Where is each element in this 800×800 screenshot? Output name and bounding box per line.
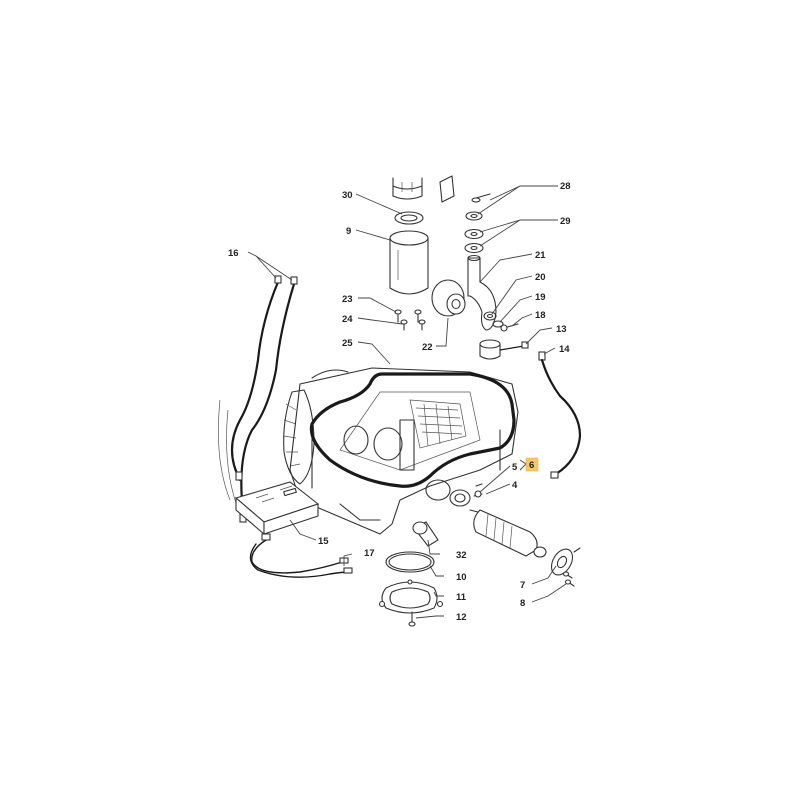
part-18-screw xyxy=(500,323,519,332)
callout-9: 9 xyxy=(346,226,351,237)
part-4-pump xyxy=(469,483,547,558)
callout-16: 16 xyxy=(228,248,239,259)
callout-18: 18 xyxy=(535,310,546,321)
callout-21: 21 xyxy=(535,250,546,261)
callout-8: 8 xyxy=(520,598,525,609)
callout-30: 30 xyxy=(342,190,353,201)
callout-19: 19 xyxy=(535,292,546,303)
part-7-flange xyxy=(550,547,581,576)
part-15-control-box xyxy=(234,481,320,536)
part-5-ring xyxy=(449,489,471,507)
part-9-cylinder xyxy=(389,230,429,295)
part-11-plate xyxy=(378,579,444,614)
callout-6: 6 xyxy=(529,460,534,471)
callout-5: 5 xyxy=(512,462,518,473)
callout-20: 20 xyxy=(535,272,546,283)
callout-10: 10 xyxy=(456,572,467,583)
callout-29: 29 xyxy=(560,216,571,227)
part-32-knob xyxy=(412,521,439,547)
part-14-cable xyxy=(538,351,582,479)
part-19-o-ring xyxy=(492,320,504,328)
callout-7: 7 xyxy=(520,580,525,591)
part-21-fork-arm xyxy=(467,254,497,331)
callout-13: 13 xyxy=(556,324,567,335)
callout-6-highlight xyxy=(525,457,539,472)
part-30-ring xyxy=(394,211,424,225)
part-20-washer xyxy=(483,311,497,321)
part-28-screw-washers xyxy=(465,193,491,221)
part-16-cables xyxy=(218,275,298,523)
callout-17: 17 xyxy=(364,548,375,559)
callout-32: 32 xyxy=(456,550,467,561)
leader-lines xyxy=(247,185,567,619)
callout-28: 28 xyxy=(560,181,571,192)
callout-23: 23 xyxy=(342,294,353,305)
part-17-cables xyxy=(249,533,353,578)
part-13-sensor xyxy=(479,339,529,360)
callout-15: 15 xyxy=(318,536,329,547)
part-25-gasket xyxy=(309,372,516,488)
part-motor-column-top xyxy=(392,175,455,203)
callout-25: 25 xyxy=(342,338,353,349)
part-24-screws xyxy=(400,319,426,331)
part-10-seal-ring xyxy=(385,551,435,573)
callout-4: 4 xyxy=(512,480,518,491)
callout-labels: 30 9 28 29 21 20 19 18 13 14 16 23 24 22… xyxy=(228,181,571,623)
callout-22: 22 xyxy=(422,342,433,353)
part-12-screw xyxy=(408,611,416,627)
callout-14: 14 xyxy=(559,344,570,355)
part-23-screws xyxy=(394,309,422,323)
callout-11: 11 xyxy=(456,592,467,603)
part-8-screws xyxy=(562,571,575,587)
part-22-roller xyxy=(431,279,466,317)
callout-24: 24 xyxy=(342,314,353,325)
part-29-bushings xyxy=(464,228,484,254)
callout-12: 12 xyxy=(456,612,467,623)
